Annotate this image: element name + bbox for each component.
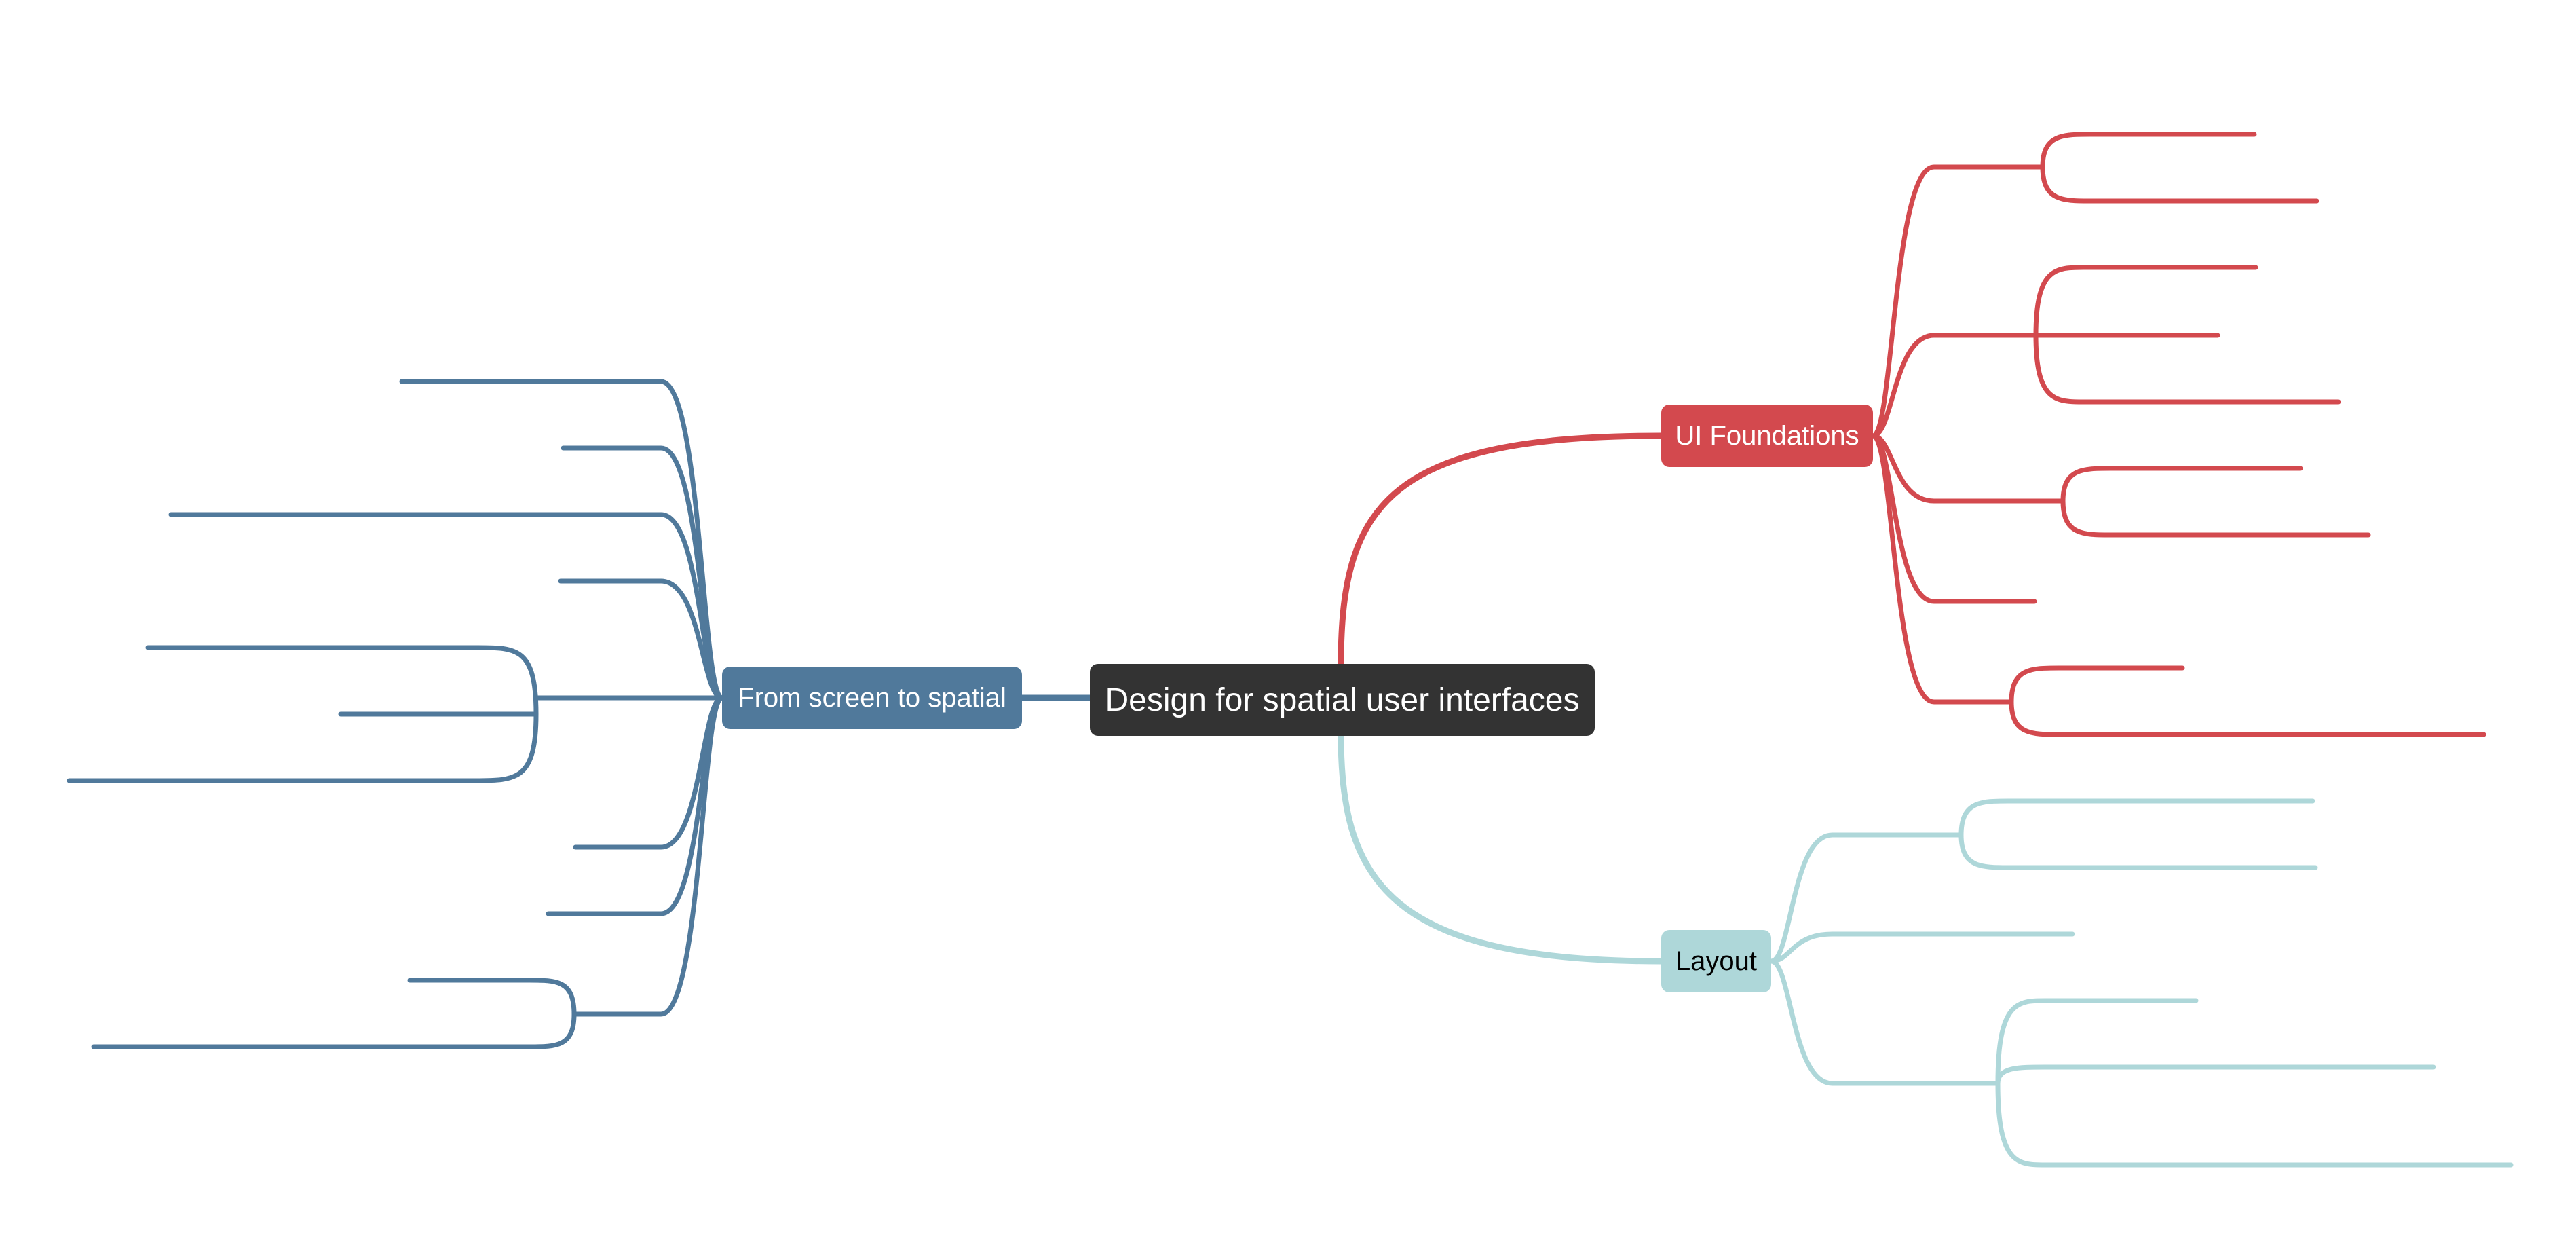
topic-layout[interactable]: Layout <box>1661 930 1771 992</box>
left-grandchild-8b <box>91 1011 577 1049</box>
left-grandchild-5a <box>145 645 539 717</box>
layout-grandchild-3a <box>1995 998 2199 1086</box>
ui-grandchild-2a <box>2033 265 2258 338</box>
topic-ui-foundations[interactable]: UI Foundations <box>1661 405 1873 467</box>
left-child-4 <box>558 578 725 701</box>
topic-from-screen-to-spatial-label: From screen to spatial <box>738 682 1006 713</box>
left-child-2 <box>561 445 725 701</box>
ui-child-1 <box>1870 164 2045 439</box>
layout-grandchild-3b <box>1995 1064 2436 1086</box>
ui-child-3 <box>1870 433 2066 504</box>
root-topic-label: Design for spatial user interfaces <box>1105 682 1580 718</box>
ui-grandchild-1a <box>2040 132 2257 170</box>
left-grandchild-5c <box>67 711 539 783</box>
topic-from-screen-to-spatial[interactable]: From screen to spatial <box>722 667 1022 729</box>
connector-root-to-ui <box>1338 432 1665 667</box>
ui-grandchild-2c <box>2033 333 2341 405</box>
ui-grandchild-1b <box>2040 164 2319 204</box>
ui-grandchild-5a <box>2009 665 2185 705</box>
left-child-3 <box>168 512 725 701</box>
ui-child-2 <box>1870 333 2039 439</box>
left-child-8 <box>571 695 725 1017</box>
left-child-1 <box>399 379 725 701</box>
ui-grandchild-3b <box>2060 498 2371 538</box>
layout-child-3 <box>1768 958 2001 1086</box>
left-grandchild-8a <box>407 978 577 1017</box>
topic-layout-label: Layout <box>1675 946 1758 976</box>
ui-child-5 <box>1870 433 2014 705</box>
root-topic[interactable]: Design for spatial user interfaces <box>1090 664 1595 736</box>
topic-ui-foundations-label: UI Foundations <box>1675 420 1859 451</box>
ui-grandchild-5b <box>2009 699 2486 737</box>
layout-grandchild-1b <box>1958 832 2318 870</box>
layout-grandchild-3c <box>1995 1081 2514 1168</box>
connector-root-to-layout <box>1338 732 1665 965</box>
ui-grandchild-3a <box>2060 466 2303 504</box>
layout-grandchild-1a <box>1958 798 2315 838</box>
layout-child-1 <box>1768 832 1964 964</box>
layout-child-2 <box>1768 931 2075 964</box>
